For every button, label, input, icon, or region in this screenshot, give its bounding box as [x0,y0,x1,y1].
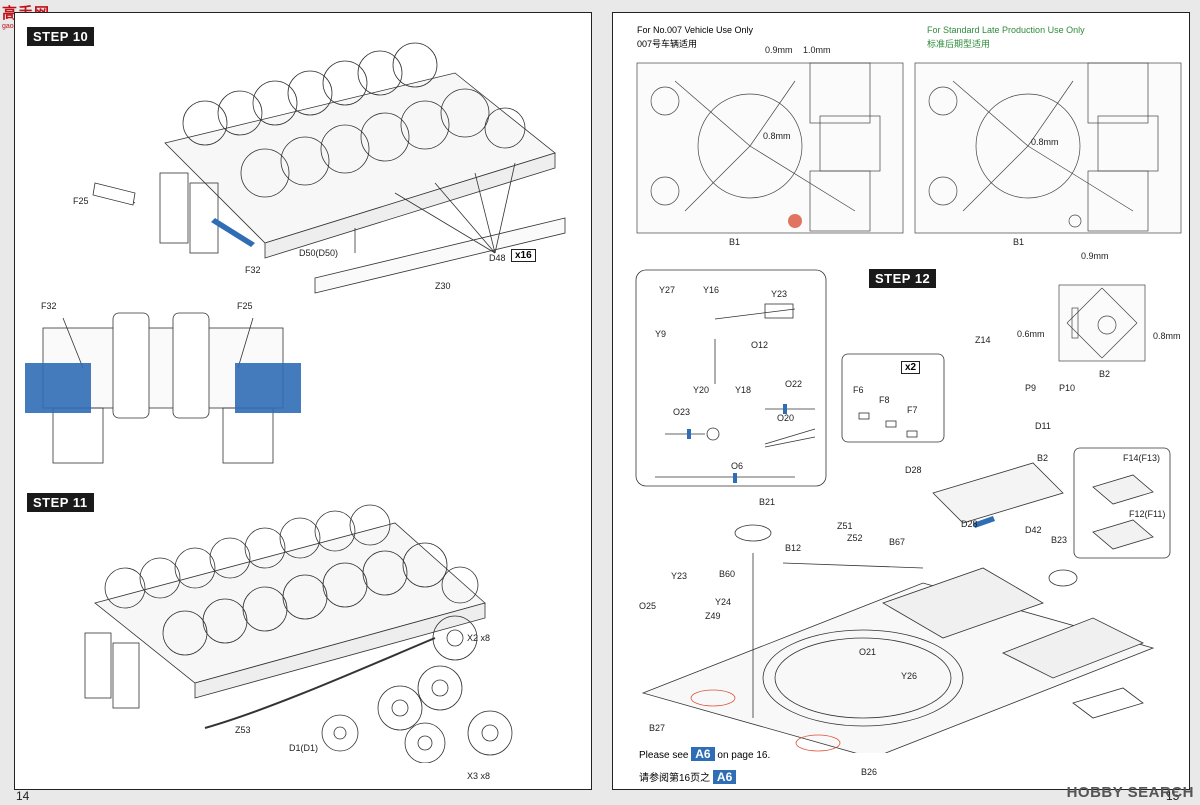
part-label-f25: F25 [73,196,89,206]
grille-inset [1073,447,1171,559]
plate-b2-detail [1058,284,1146,362]
part-label-d28-a: D28 [905,465,922,475]
plate-label-b2-detail: B2 [1099,369,1111,379]
part-label-y9: Y9 [655,329,667,339]
ref-badge-a6: A6 [691,747,715,761]
manual-page-right: For No.007 Vehicle Use Only 007号车辆适用 For… [612,12,1190,790]
part-label-f32: F32 [245,265,261,275]
part-label-b12: B12 [785,543,802,553]
step-11-title: STEP 11 [27,493,94,512]
part-label-z51: Z51 [837,521,853,531]
part-label-p9: P9 [1025,383,1037,393]
part-label-o12: O12 [751,340,769,350]
part-label-y27: Y27 [659,285,676,295]
part-label-o23: O23 [673,407,691,417]
part-label-y20: Y20 [693,385,710,395]
part-label-z30: Z30 [435,281,451,291]
note-007-en: For No.007 Vehicle Use Only [637,25,754,35]
ref-badge-a6-cn: A6 [712,770,737,784]
quantity-badge: x16 [511,249,536,262]
part-label-p10: P10 [1059,383,1076,393]
step-10-title: STEP 10 [27,27,95,46]
part-label-f8: F8 [879,395,890,405]
part-label-x2: X2 x8 [467,633,491,643]
part-label-y26: Y26 [901,671,918,681]
f-parts-inset [841,353,945,443]
note-007-cn: 007号车辆适用 [637,39,698,49]
part-label-f14: F14(F13) [1123,453,1161,463]
drill-size-08-b2: 0.8mm [1153,331,1181,341]
part-label-y23-inset: Y23 [771,289,788,299]
part-label-f6: F6 [853,385,864,395]
part-label-y24: Y24 [715,597,732,607]
part-label-d42: D42 [1025,525,1042,535]
note-standard-cn: 标准后期型适用 [927,39,991,49]
step-12-main-assembly [641,462,1155,753]
part-label-b67: B67 [889,537,906,547]
part-label-x3: X3 x8 [467,771,491,781]
part-label-b23: B23 [1051,535,1068,545]
part-label-o25: O25 [639,601,657,611]
quantity-badge-x2: x2 [901,361,921,374]
plate-label-b1-left: B1 [729,237,741,247]
drill-size-08-left: 0.8mm [763,131,791,141]
part-label-y16: Y16 [703,285,720,295]
drill-size-10: 1.0mm [803,45,831,55]
part-label-b27: B27 [649,723,666,733]
part-label-b2: B2 [1037,453,1049,463]
footnote-en: Please see A6 on page 16. [639,747,771,761]
page-number-left: 14 [16,789,30,803]
part-label-d11: D11 [1035,421,1051,431]
drill-size-06-b2: 0.6mm [1017,329,1045,339]
plate-b1-standard [914,62,1182,234]
plate-b1-007 [636,62,904,234]
part-label-z14: Z14 [975,335,991,345]
part-label-b60: B60 [719,569,736,579]
watermark-hobby-search: HOBBY SEARCH [1066,784,1194,801]
part-label-b21: B21 [759,497,776,507]
step-12-title: STEP 12 [869,269,937,288]
part-label-z49: Z49 [705,611,721,621]
part-label-o20: O20 [777,413,795,423]
drill-size-09: 0.9mm [765,45,793,55]
part-label-d50: D50(D50) [299,248,339,258]
note-standard-en: For Standard Late Production Use Only [927,25,1085,35]
part-label-f7: F7 [907,405,918,415]
part-label-o22: O22 [785,379,803,389]
part-label-o6: O6 [731,461,744,471]
rear-view-detail [25,312,301,464]
part-label-d1: D1(D1) [289,743,319,753]
detail-label-f32: F32 [41,301,57,311]
part-label-f12: F12(F11) [1129,509,1166,519]
manual-page-left: STEP 10 [14,12,592,790]
part-label-z53: Z53 [235,725,251,735]
part-label-d28-b: D28 [961,519,978,529]
part-label-y18: Y18 [735,385,752,395]
part-label-o21: O21 [859,647,877,657]
drill-size-08-right: 0.8mm [1031,137,1059,147]
detail-label-f25: F25 [237,301,253,311]
part-label-b26: B26 [861,767,878,777]
part-label-z52: Z52 [847,533,863,543]
step-11-diagram [84,504,513,763]
plate-label-b1-right: B1 [1013,237,1025,247]
drill-size-09-right: 0.9mm [1081,251,1109,261]
step-10-diagram [92,42,566,294]
small-parts-inset [635,269,827,487]
part-label-y23-main: Y23 [671,571,688,581]
page-number-right: 15 [1166,789,1180,803]
footnote-cn: 请参阅第16页之 A6 [639,769,737,784]
part-label-d48: D48 [489,253,506,263]
